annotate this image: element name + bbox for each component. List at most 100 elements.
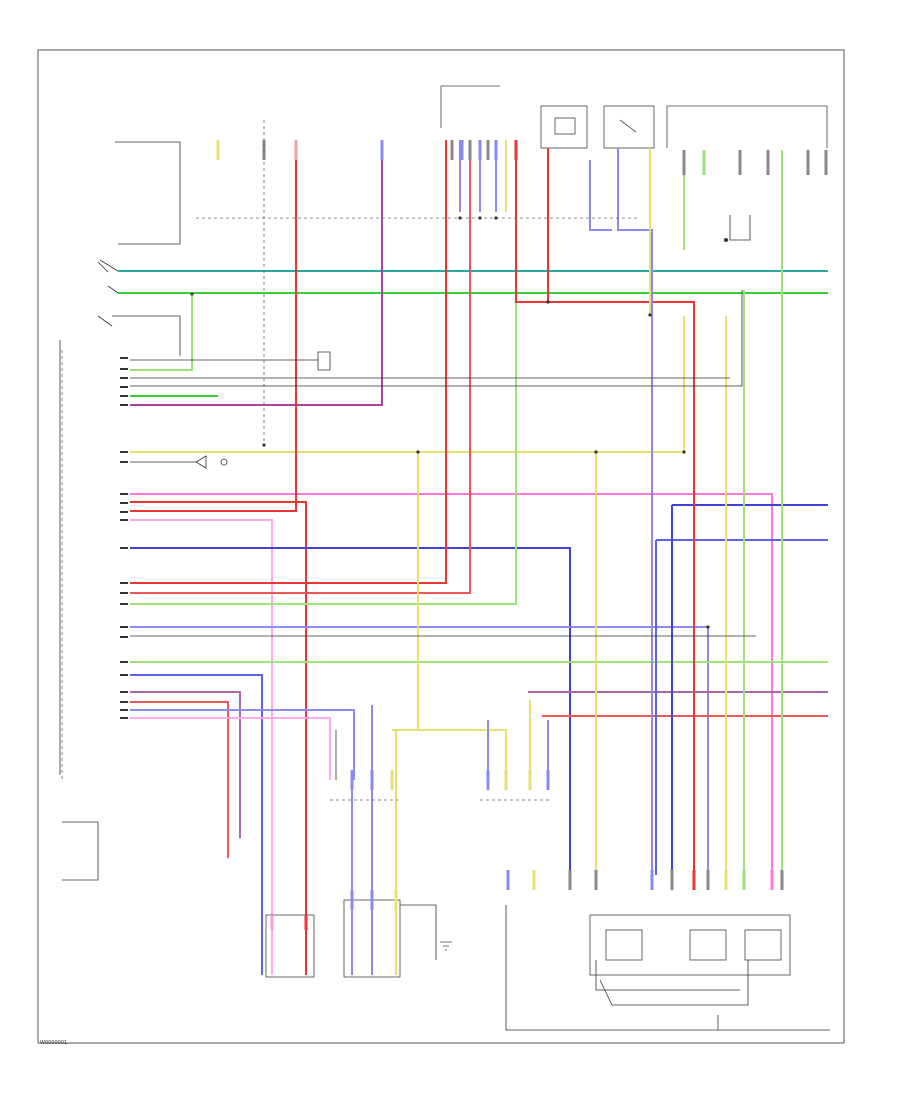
sensor-symbol-2: [195, 455, 207, 469]
wire-red-2: [130, 140, 297, 512]
relay-block: [589, 914, 791, 976]
wire-segment: [120, 691, 128, 693]
left-switch-group: [59, 141, 181, 881]
wire-segment: [120, 582, 128, 584]
wire-pink-3: [130, 717, 331, 780]
bottom-connector-stubs: [270, 770, 784, 930]
junction-dot: [478, 216, 482, 220]
vwire-blue-1: [589, 160, 612, 231]
wire-segment: [120, 592, 128, 594]
bottom-components: [265, 899, 791, 978]
wire-segment: [595, 960, 740, 991]
wire-red-5: [130, 701, 229, 858]
relay-coil-1: [605, 929, 643, 961]
dashed-lines: [61, 120, 640, 801]
junction-dot: [546, 300, 550, 304]
junction-dot: [190, 292, 194, 296]
junction-dot: [594, 450, 598, 454]
wire-segment: [120, 395, 128, 397]
vwire-yellow-4: [395, 452, 419, 975]
top-connector-stubs: [216, 140, 828, 175]
wire-segment: [120, 386, 128, 388]
wire-segment: [599, 960, 749, 1006]
wire-segment: [120, 377, 128, 379]
wire-segment: [120, 461, 128, 463]
wire-segment: [112, 315, 181, 356]
diagram-frame: [37, 49, 845, 1044]
wire-segment: [120, 511, 128, 513]
wire-segment: [120, 357, 128, 359]
vwire-yellow-5: [392, 729, 507, 780]
wire-segment: [729, 215, 751, 241]
junction-dot: [458, 216, 462, 220]
vwire-red-main: [515, 140, 695, 875]
wire-segment: [120, 701, 128, 703]
sensor-symbol-3: [220, 458, 228, 466]
top-components: [440, 85, 828, 149]
wire-segment: [120, 404, 128, 406]
junction-dot: [648, 313, 652, 317]
switch-contact: [619, 119, 637, 133]
wire-segment: [97, 315, 113, 327]
left-pin-stubs: [120, 357, 128, 719]
junction-dot: [682, 450, 686, 454]
junction-dot: [416, 450, 420, 454]
pressure-switch-box: [603, 105, 655, 149]
wire-yellow-long: [130, 316, 685, 453]
sensor-symbol-1: [317, 351, 331, 371]
junction-dot: [494, 216, 498, 220]
horizontal-wires: [118, 140, 828, 975]
wire-segment: [120, 451, 128, 453]
wire-red-1: [130, 501, 307, 975]
wire-segment: [97, 261, 109, 273]
diagram-code: W0000001: [40, 1040, 68, 1046]
relay-coil-3: [744, 929, 782, 961]
vwire-violet-4: [617, 148, 653, 875]
wire-blue: [130, 547, 571, 875]
wire-pink: [130, 493, 773, 875]
wire-segment: [130, 290, 743, 387]
wire-segment: [400, 904, 437, 960]
junction-dots: [190, 216, 728, 629]
junction-dot: [262, 443, 266, 447]
vehicle-speed-sensor-box: [540, 105, 588, 149]
wire-pink-2: [130, 519, 273, 975]
black-wires: [130, 215, 830, 1031]
junction-dot: [706, 625, 710, 629]
wire-segment: [120, 709, 128, 711]
wire-segment: [505, 905, 830, 1031]
junction-dot: [724, 238, 728, 242]
connector-bracket: [666, 105, 828, 148]
wire-blue-2: [130, 674, 263, 975]
wire-segment: [62, 821, 99, 881]
underhood-bracket: [440, 85, 500, 128]
vertical-wires: [351, 140, 783, 975]
switch-left-1: [99, 259, 119, 272]
wire-red-4: [130, 140, 471, 594]
wire-segment: [120, 636, 128, 638]
pcm-connector-left: [265, 914, 315, 978]
switch-left-2: [107, 285, 119, 294]
ground-symbol: [440, 941, 452, 951]
wire-segment: [120, 368, 128, 370]
wire-segment: [120, 674, 128, 676]
relay-box: [554, 117, 576, 135]
wire-violet-2: [130, 709, 355, 780]
wire-segment: [120, 502, 128, 504]
wire-segment: [120, 717, 128, 719]
wire-segment: [120, 626, 128, 628]
relay-coil-2: [689, 929, 727, 961]
sensor-symbols: [99, 259, 331, 469]
wire-segment: [115, 141, 181, 245]
wire-lightgreen-3: [130, 140, 517, 605]
wire-segment: [120, 661, 128, 663]
wire-purple: [130, 140, 383, 406]
wire-red-3: [130, 140, 447, 584]
wire-segment: [120, 493, 128, 495]
wire-segment: [120, 519, 128, 521]
wire-segment: [120, 603, 128, 605]
wire-lightgreen-short: [130, 294, 193, 371]
wire-segment: [120, 547, 128, 549]
wire-purple-2: [130, 691, 241, 838]
